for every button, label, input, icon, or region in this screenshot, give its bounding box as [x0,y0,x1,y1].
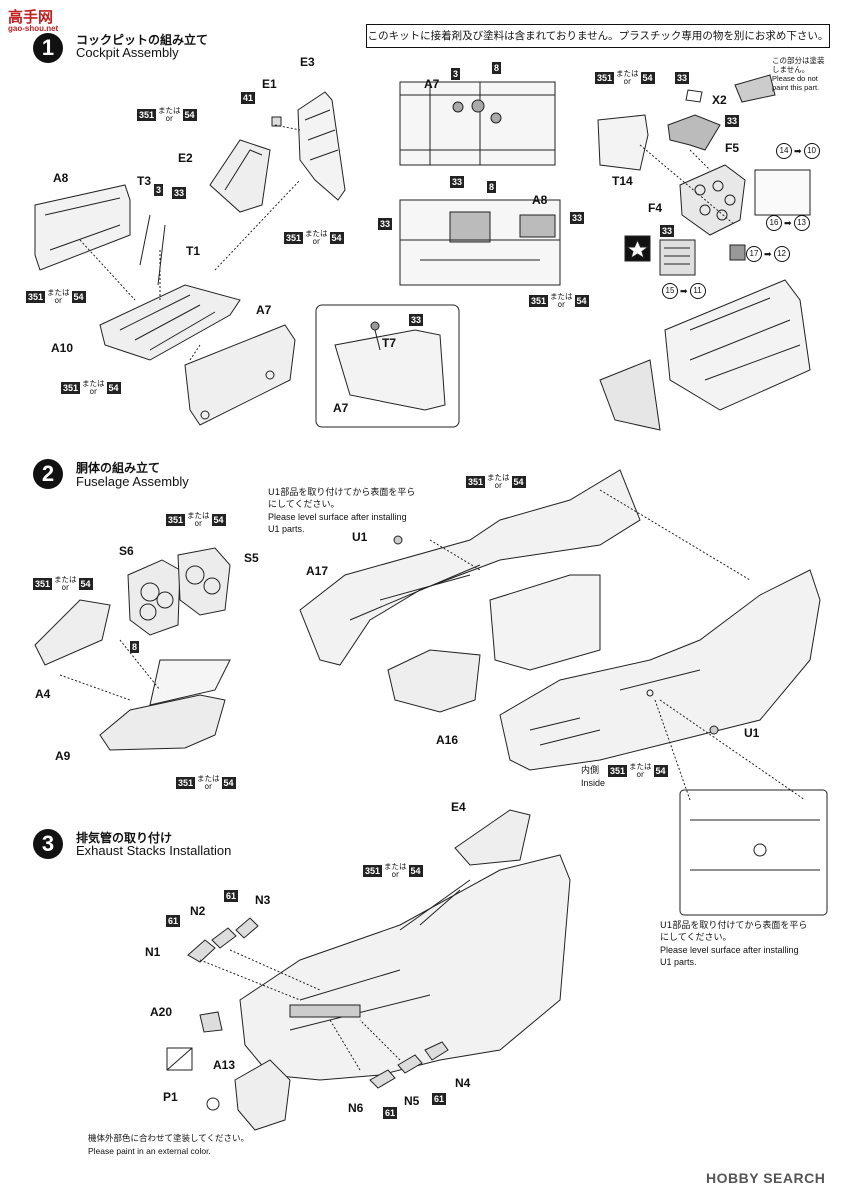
step-3-number: 3 [33,829,63,859]
part-label: A8 [53,171,69,185]
part-label: E3 [300,55,315,69]
step-1-title-jp: コックピットの組み立て [76,33,209,47]
paint-code: 33 [450,176,465,188]
paint-code: 33 [172,187,187,199]
part-label: A13 [213,1058,236,1072]
decal-ref: 16➡13 [766,215,810,231]
step-2-title-jp: 胴体の組み立て [76,461,161,475]
part-label: X2 [712,93,727,107]
part-label: A8 [532,193,548,207]
paint-code: 41 [241,92,256,104]
paint-code: 33 [378,218,393,230]
level-note-bottom: U1部品を取り付けてから表面を平ら にしてください。 Please level … [660,921,808,967]
part-label: E2 [178,151,193,165]
part-label: T3 [137,174,152,188]
part-label: A7 [424,77,440,91]
part-label: A16 [436,733,459,747]
paint-code: 8 [487,181,497,193]
paint-code: 33 [725,115,740,127]
part-label: A17 [306,564,329,578]
paint-code: 61 [224,890,239,902]
part-label: F4 [648,201,663,215]
paint-code: 8 [492,62,502,74]
step-1-number: 1 [33,33,63,63]
inside-note: 内側 Inside [581,766,606,788]
paint-code: 8 [130,641,140,653]
step-2-number: 2 [33,459,63,489]
notice-box: このキットに接着剤及び塗料は含まれておりません。プラスチック専用の物を別にお求め… [366,24,830,48]
part-label: F5 [725,141,740,155]
decal-ref: 15➡11 [662,283,706,299]
part-label: N6 [348,1101,364,1115]
part-label: S5 [244,551,259,565]
part-label: N3 [255,893,271,907]
step-2-title-en: Fuselage Assembly [76,474,189,489]
paint-code: 3 [154,184,164,196]
decal-ref: 14➡10 [776,143,820,159]
part-label: N4 [455,1076,471,1090]
paint-code: 61 [383,1107,398,1119]
level-note-top: U1部品を取り付けてから表面を平ら にしてください。 Please level … [268,488,416,534]
paint-code: 33 [675,72,690,84]
step-3-title-jp: 排気管の取り付け [76,831,173,845]
part-label: A10 [51,341,74,355]
part-label: A7 [333,401,349,415]
part-label: N1 [145,945,161,959]
part-label: S6 [119,544,134,558]
paint-code: 33 [660,225,675,237]
decal-ref: 17➡12 [746,246,790,262]
part-label: T7 [382,336,397,350]
paint-code: 33 [409,314,424,326]
part-label: A20 [150,1005,173,1019]
paint-code: 3 [451,68,461,80]
part-label: E1 [262,77,277,91]
external-color-note: 機体外部色に合わせて塗装してください。 Please paint in an e… [88,1134,249,1156]
part-label: T14 [612,174,633,188]
part-label: U1 [352,530,368,544]
part-label: P1 [163,1090,178,1104]
part-label: A7 [256,303,272,317]
part-label: E4 [451,800,466,814]
step-1-title-en: Cockpit Assembly [76,45,179,60]
watermark-logo: 高手网 [8,9,54,26]
paint-code: 33 [570,212,585,224]
part-label: A4 [35,687,51,701]
watermark-url: gao-shou.net [8,24,59,33]
part-label: N5 [404,1094,420,1108]
paint-code: 61 [166,915,181,927]
hobby-search-watermark: HOBBY SEARCH [706,1170,826,1186]
step-3-title-en: Exhaust Stacks Installation [76,843,232,858]
part-label: A9 [55,749,71,763]
part-label: U1 [744,726,760,740]
part-label: T1 [186,244,201,258]
paint-code: 61 [432,1093,447,1105]
do-not-paint-note: この部分は塗装 しません。 Please do not paint this p… [772,56,825,92]
part-label: N2 [190,904,206,918]
